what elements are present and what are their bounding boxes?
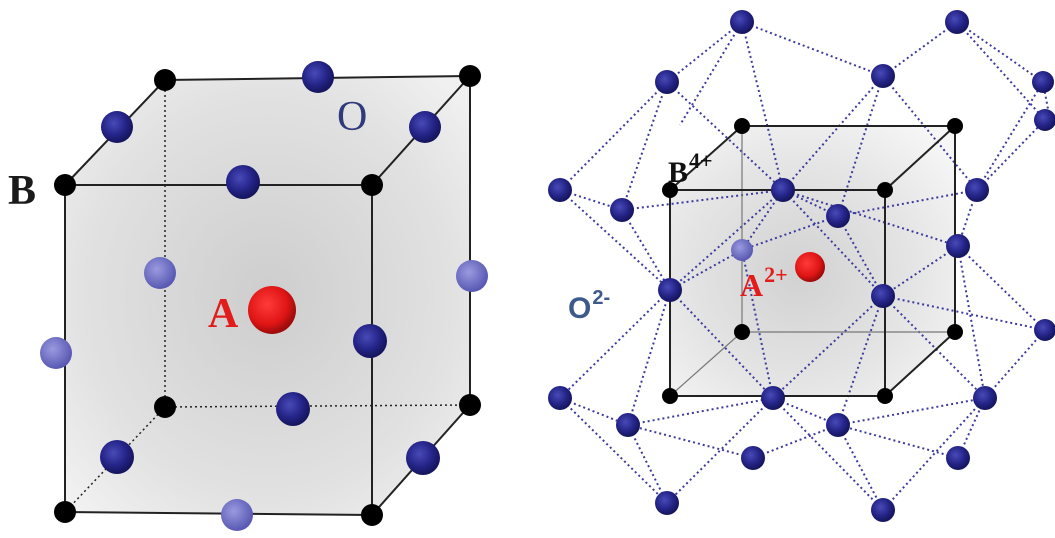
o-atom — [871, 284, 895, 308]
b-atom — [54, 174, 76, 196]
o-atom — [456, 260, 488, 292]
o-atom — [1032, 71, 1054, 93]
o-atom — [409, 111, 441, 143]
o-atom — [771, 178, 795, 202]
right-unit-cell — [548, 10, 1055, 522]
o-atom — [730, 10, 754, 34]
o-atom — [946, 234, 970, 258]
o-atom — [655, 70, 679, 94]
o-atom — [616, 413, 640, 437]
o-atom — [40, 337, 72, 369]
b-atom — [734, 324, 750, 340]
b-atom — [877, 388, 893, 404]
o-atom — [658, 278, 682, 302]
o-atom — [826, 204, 850, 228]
o-atom — [276, 392, 310, 426]
left-b-label: B — [8, 168, 37, 214]
o-atom — [1034, 109, 1055, 131]
left-a-label: A — [208, 291, 239, 337]
o-atom — [548, 178, 572, 202]
b-atom — [734, 118, 750, 134]
b-atom — [947, 118, 963, 134]
left-unit-cell — [40, 61, 488, 531]
o-atom — [731, 239, 753, 261]
right-o-symbol: O — [568, 292, 592, 325]
o-atom — [871, 498, 895, 522]
b-atom — [877, 182, 893, 198]
o-atom — [871, 64, 895, 88]
right-b-charge: 4+ — [689, 148, 713, 173]
right-b-atoms — [662, 118, 963, 404]
o-atom — [101, 111, 133, 143]
o-atom — [353, 324, 387, 358]
left-b-atoms — [54, 65, 481, 526]
right-a-label: A2+ — [740, 262, 788, 303]
a-atom — [248, 286, 296, 334]
o-atom — [302, 61, 334, 93]
o-atom — [221, 499, 253, 531]
right-b-symbol: B — [668, 156, 689, 189]
b-atom — [947, 324, 963, 340]
right-a-charge: 2+ — [764, 262, 788, 287]
b-atom — [662, 388, 678, 404]
left-cube-back-edges — [64, 80, 471, 513]
o-atom — [741, 446, 765, 470]
o-atom — [1034, 319, 1055, 341]
o-atom — [226, 165, 260, 199]
right-cube-back-edges — [669, 126, 955, 397]
b-atom — [662, 182, 678, 198]
right-b-label: B4+ — [668, 150, 713, 188]
o-atom — [973, 386, 997, 410]
o-atom — [826, 413, 850, 437]
left-o-label: O — [337, 94, 368, 140]
right-o-label: O2- — [568, 288, 610, 324]
o-atom — [144, 257, 176, 289]
o-atom — [548, 386, 572, 410]
b-atom — [459, 394, 481, 416]
left-o-atoms — [40, 61, 488, 531]
b-atom — [154, 69, 176, 91]
b-atom — [459, 65, 481, 87]
b-atom — [54, 501, 76, 523]
right-a-symbol: A — [740, 267, 764, 303]
o-atom — [100, 440, 134, 474]
o-atom — [946, 446, 970, 470]
left-cube-edges — [64, 75, 471, 516]
o-atom — [610, 198, 634, 222]
o-atom — [945, 10, 969, 34]
o-atom — [655, 491, 679, 515]
o-atom — [406, 441, 440, 475]
b-atom — [361, 174, 383, 196]
b-atom — [154, 396, 176, 418]
o-atom — [761, 386, 785, 410]
right-o-charge: 2- — [592, 287, 611, 309]
b-atom — [361, 504, 383, 526]
right-o-atoms — [548, 10, 1055, 522]
o-atom — [965, 178, 989, 202]
a-atom — [795, 252, 825, 282]
